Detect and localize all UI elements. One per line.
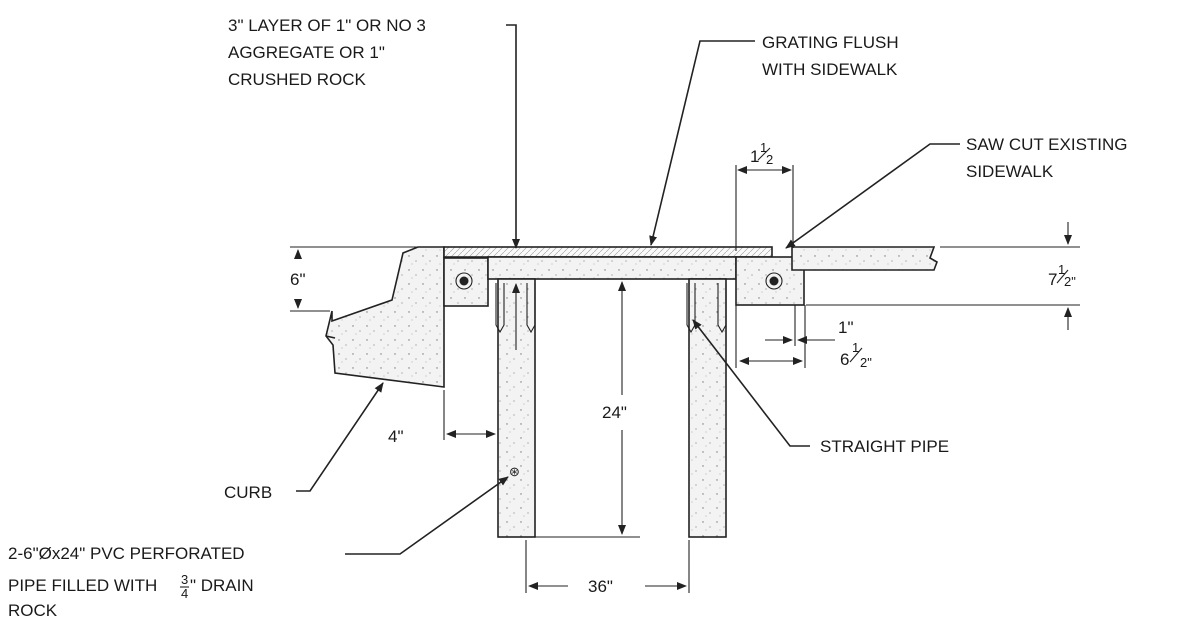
right-pvc-pipe	[686, 278, 727, 538]
dim-6-half: 6 1 2"	[840, 340, 872, 370]
svg-text:2: 2	[766, 152, 773, 167]
dim-4in: 4"	[388, 427, 404, 446]
label-saw-cut: SAW CUT EXISTING SIDEWALK	[966, 135, 1128, 181]
svg-text:GRATING FLUSH: GRATING FLUSH	[762, 33, 899, 52]
svg-text:3: 3	[181, 572, 188, 587]
svg-text:AGGREGATE OR 1": AGGREGATE OR 1"	[228, 43, 385, 62]
svg-text:4: 4	[181, 586, 188, 601]
label-curb: CURB	[224, 483, 272, 502]
dim-1in: 1"	[838, 318, 854, 337]
svg-text:2": 2"	[1064, 274, 1076, 289]
svg-text:ROCK: ROCK	[8, 601, 58, 620]
dim-36in: 36"	[588, 577, 613, 596]
svg-text:SAW CUT EXISTING: SAW CUT EXISTING	[966, 135, 1128, 154]
svg-text:2-6"Øx24" PVC PERFORATED: 2-6"Øx24" PVC PERFORATED	[8, 544, 245, 563]
pipe-rock-mark: ⊛	[509, 464, 520, 479]
svg-text:SIDEWALK: SIDEWALK	[966, 162, 1054, 181]
dim-1-half: 1 1 2	[750, 140, 773, 167]
svg-text:1: 1	[852, 340, 859, 355]
svg-text:1: 1	[750, 147, 759, 166]
svg-text:" DRAIN: " DRAIN	[190, 576, 254, 595]
existing-sidewalk	[791, 246, 938, 271]
label-aggregate: 3" LAYER OF 1" OR NO 3 AGGREGATE OR 1" C…	[228, 16, 426, 89]
dim-6in: 6"	[290, 270, 306, 289]
left-anchor-bolt	[459, 276, 469, 286]
grating	[443, 246, 773, 258]
left-pvc-pipe: ⊛	[495, 278, 536, 538]
leaders	[296, 24, 960, 555]
svg-text:PIPE FILLED WITH: PIPE FILLED WITH	[8, 576, 157, 595]
svg-text:1: 1	[1058, 262, 1065, 277]
svg-text:7: 7	[1048, 270, 1057, 289]
svg-text:WITH SIDEWALK: WITH SIDEWALK	[762, 60, 898, 79]
svg-text:6: 6	[840, 350, 849, 369]
left-frame-block	[443, 257, 489, 307]
dim-7-half: 7 1 2"	[1048, 262, 1076, 289]
label-pvc: 2-6"Øx24" PVC PERFORATED PIPE FILLED WIT…	[8, 544, 254, 620]
dimension-lines	[290, 165, 1080, 593]
right-anchor-bolt	[769, 276, 779, 286]
curb-shape	[325, 246, 445, 388]
svg-text:1: 1	[760, 140, 767, 155]
label-straight-pipe: STRAIGHT PIPE	[820, 437, 949, 456]
svg-text:3" LAYER OF 1" OR NO 3: 3" LAYER OF 1" OR NO 3	[228, 16, 426, 35]
aggregate-layer	[487, 256, 737, 280]
svg-text:CRUSHED ROCK: CRUSHED ROCK	[228, 70, 367, 89]
dim-24in: 24"	[602, 403, 627, 422]
label-grating: GRATING FLUSH WITH SIDEWALK	[762, 33, 899, 79]
svg-text:2": 2"	[860, 355, 872, 370]
